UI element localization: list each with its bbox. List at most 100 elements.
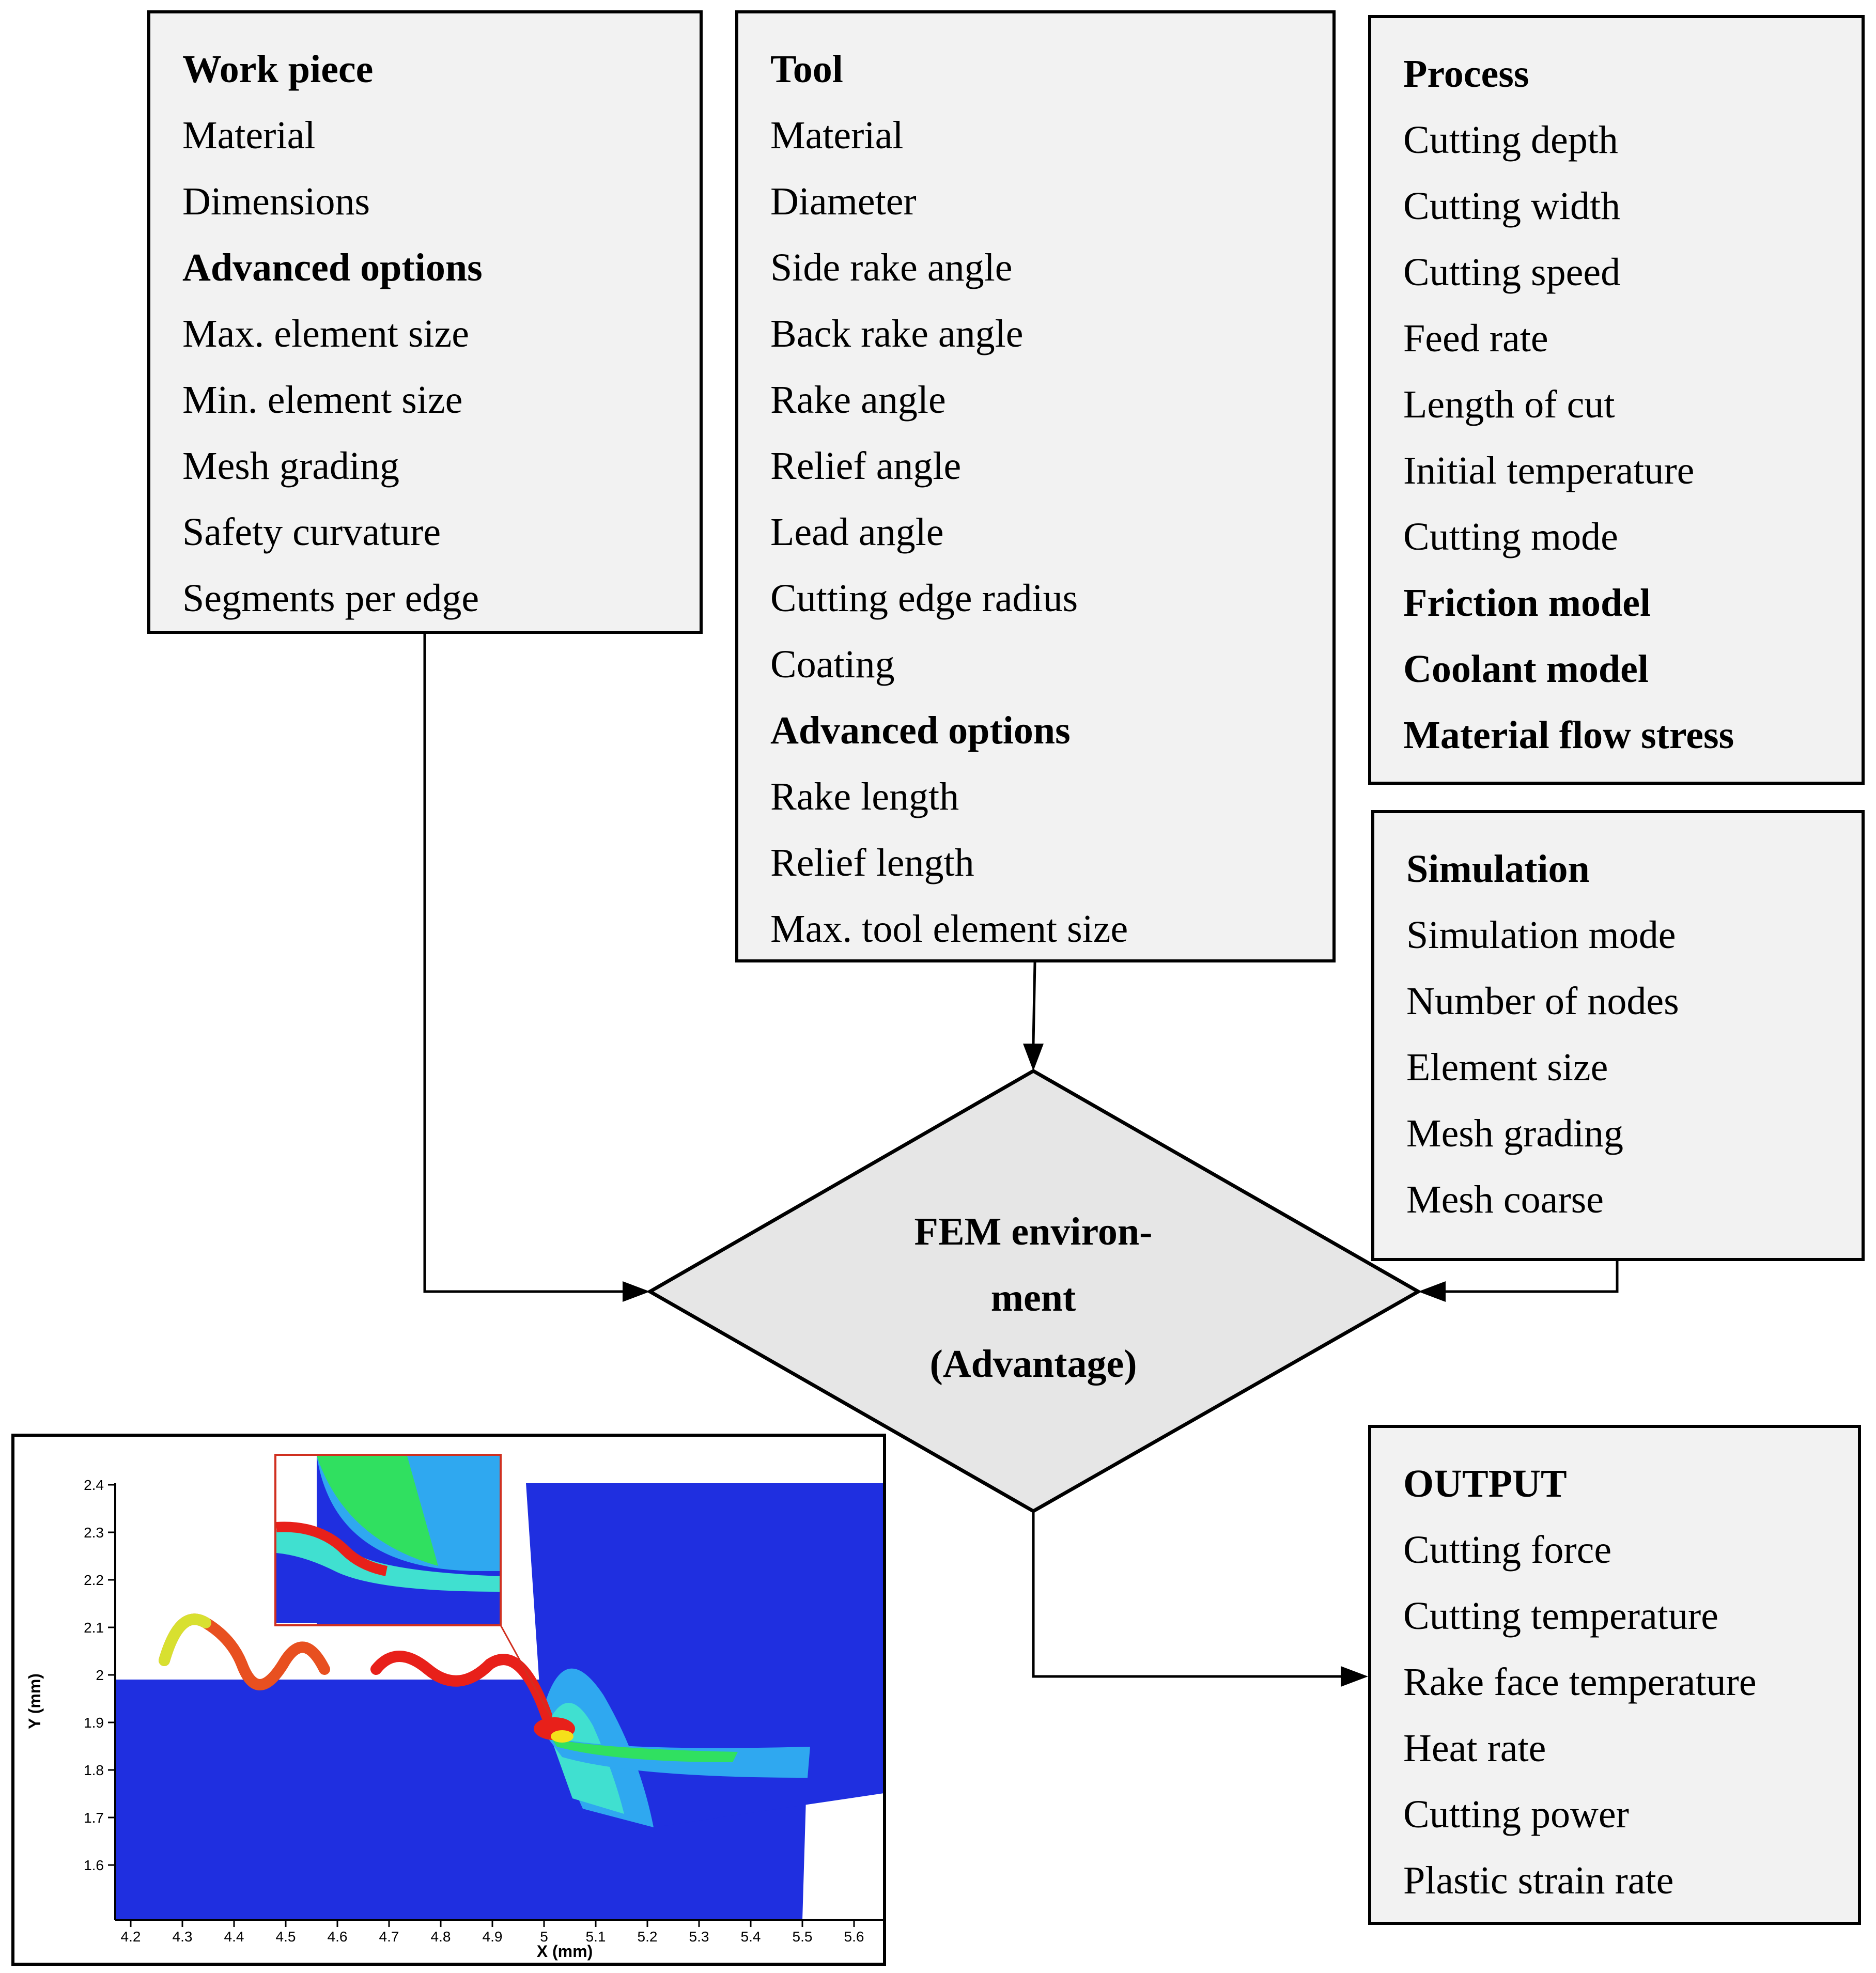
x-tick-label: 4.4 xyxy=(224,1929,244,1945)
process-item: Length of cut xyxy=(1403,383,1615,426)
x-tick-label: 4.2 xyxy=(121,1929,141,1945)
tool-item: Material xyxy=(770,114,904,157)
center-line: (Advantage) xyxy=(929,1342,1137,1386)
output-item: Rake face temperature xyxy=(1403,1660,1757,1704)
simulation-arrowhead xyxy=(1418,1281,1446,1302)
x-tick-label: 4.3 xyxy=(173,1929,193,1945)
workpiece-item: Advanced options xyxy=(182,246,483,289)
output-item: OUTPUT xyxy=(1403,1462,1567,1505)
output-arrowhead xyxy=(1341,1666,1368,1687)
tool-item: Rake length xyxy=(770,775,959,818)
x-tick-label: 5.4 xyxy=(741,1929,761,1945)
x-tick-label: 5.5 xyxy=(793,1929,813,1945)
workpiece-item: Min. element size xyxy=(182,378,463,422)
x-tick-label: 5.1 xyxy=(586,1929,606,1945)
y-tick-label: 2.4 xyxy=(84,1477,104,1493)
y-tick-label: 1.7 xyxy=(84,1810,104,1826)
process-item: Initial temperature xyxy=(1403,449,1695,492)
tool-arrowhead xyxy=(1023,1044,1044,1071)
simulation-item: Number of nodes xyxy=(1406,980,1679,1023)
tool-item: Advanced options xyxy=(770,709,1071,752)
simulation-connector xyxy=(1446,1261,1619,1293)
zoom-leader-line xyxy=(500,1625,553,1719)
output-connector xyxy=(1032,1511,1341,1678)
process-item: Cutting width xyxy=(1403,184,1621,228)
chip-curl-1 xyxy=(159,1613,330,1690)
fem-environment-label: FEM environ-ment (Advantage) xyxy=(775,1199,1292,1397)
tool-item: Side rake angle xyxy=(770,246,1013,289)
workpiece-connector xyxy=(423,634,623,1293)
tool-item: Relief angle xyxy=(770,444,962,488)
simulation-item: Mesh grading xyxy=(1406,1112,1624,1155)
workpiece-item: Max. element size xyxy=(182,312,470,355)
process-item: Cutting depth xyxy=(1403,118,1618,162)
workpiece-item: Segments per edge xyxy=(182,577,479,620)
output-item: Heat rate xyxy=(1403,1727,1546,1770)
process-item: Feed rate xyxy=(1403,317,1548,360)
x-tick-label: 5.3 xyxy=(689,1929,709,1945)
process-item: Material flow stress xyxy=(1403,713,1734,757)
tool-item: Tool xyxy=(770,48,843,91)
workpiece-item: Material xyxy=(182,114,316,157)
y-tick-label: 2.2 xyxy=(84,1572,104,1588)
simulation-item: Simulation xyxy=(1406,847,1590,891)
y-tick-label: 1.9 xyxy=(84,1715,104,1731)
x-tick-label: 5 xyxy=(540,1929,548,1945)
output-item: Cutting temperature xyxy=(1403,1594,1718,1638)
x-tick-label: 4.6 xyxy=(328,1929,348,1945)
chip-curl-1-tip xyxy=(159,1613,211,1666)
y-axis-label: Y (mm) xyxy=(25,1673,44,1729)
tool-item: Lead angle xyxy=(770,510,944,554)
tool-item: Max. tool element size xyxy=(770,907,1128,951)
tool-item: Diameter xyxy=(770,180,917,223)
x-tick-label: 4.5 xyxy=(276,1929,296,1945)
tool-item: Rake angle xyxy=(770,378,946,422)
output-item: Plastic strain rate xyxy=(1403,1859,1674,1902)
x-axis-label: X (mm) xyxy=(537,1942,593,1961)
chip-curl-2 xyxy=(370,1651,552,1721)
tool-item: Cutting edge radius xyxy=(770,577,1078,620)
process-item: Process xyxy=(1403,52,1529,96)
simulation-item: Simulation mode xyxy=(1406,913,1676,957)
y-tick-label: 1.6 xyxy=(84,1857,104,1873)
center-line: FEM environ- xyxy=(914,1210,1153,1253)
process-item: Cutting mode xyxy=(1403,515,1618,558)
tool-item: Relief length xyxy=(770,841,974,884)
center-line: ment xyxy=(990,1276,1076,1319)
x-tick-label: 4.8 xyxy=(431,1929,451,1945)
workpiece-item: Work piece xyxy=(182,48,374,91)
workpiece-item: Dimensions xyxy=(182,180,370,223)
y-tick-label: 2.1 xyxy=(84,1620,104,1636)
y-tick-label: 2 xyxy=(96,1667,104,1683)
y-tick-label: 1.8 xyxy=(84,1762,104,1778)
zoom-chip xyxy=(276,1521,388,1576)
tool-item: Coating xyxy=(770,643,895,686)
simulation-item: Mesh coarse xyxy=(1406,1178,1604,1221)
x-tick-label: 5.6 xyxy=(844,1929,864,1945)
process-item: Cutting speed xyxy=(1403,251,1621,294)
x-tick-label: 4.7 xyxy=(379,1929,399,1945)
heat-zone-work-mid xyxy=(552,1739,738,1762)
zoom-heat-2 xyxy=(317,1456,438,1566)
x-tick-label: 5.2 xyxy=(638,1929,658,1945)
tool-connector xyxy=(1032,962,1036,1044)
output-item: Cutting power xyxy=(1403,1793,1629,1836)
x-tick-label: 4.9 xyxy=(483,1929,503,1945)
tool-item: Back rake angle xyxy=(770,312,1024,355)
workpiece-item: Safety curvature xyxy=(182,510,441,554)
process-item: Coolant model xyxy=(1403,647,1649,691)
process-item: Friction model xyxy=(1403,581,1651,625)
warm-spot xyxy=(551,1730,573,1743)
workpiece-item: Mesh grading xyxy=(182,444,400,488)
workpiece-arrowhead xyxy=(623,1281,650,1302)
simulation-item: Element size xyxy=(1406,1046,1608,1089)
output-item: Cutting force xyxy=(1403,1528,1612,1572)
